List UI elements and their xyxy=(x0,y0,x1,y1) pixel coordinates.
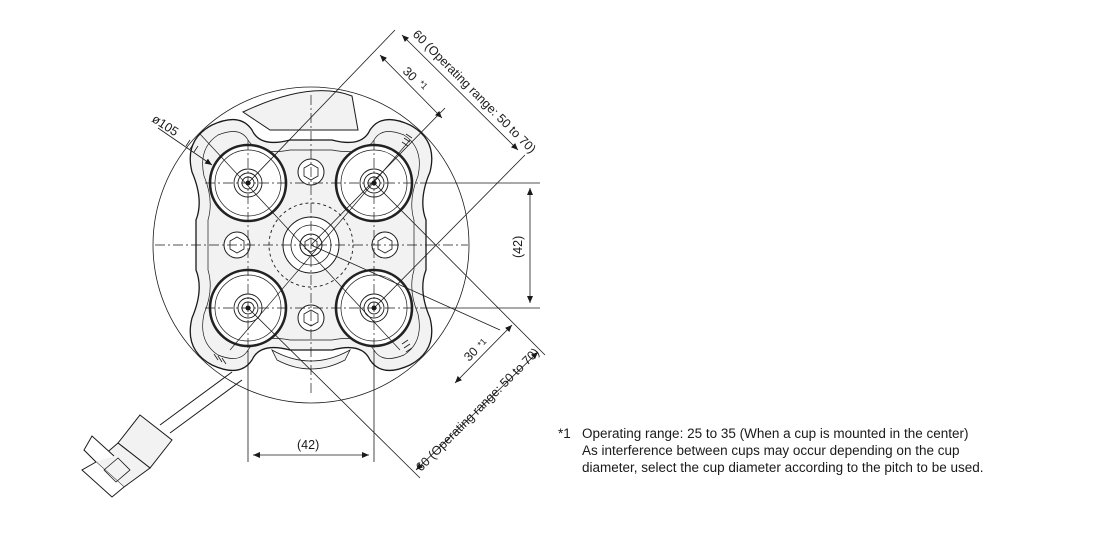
connector-cable xyxy=(81,371,243,498)
outer-diameter-circle xyxy=(152,86,470,404)
top-pitch-dimension xyxy=(247,29,526,309)
top-boss xyxy=(241,90,359,131)
right-vertical-dimension xyxy=(420,182,540,309)
bottom-right-half-mark: *1 xyxy=(475,336,488,349)
bottom-boss xyxy=(271,349,351,370)
bottom-horizontal-dimension xyxy=(247,350,375,462)
top-pitch-half-label: 30 xyxy=(400,64,420,84)
footnote-line: diameter, select the cup diameter accord… xyxy=(582,460,984,475)
top-pitch-half-mark: *1 xyxy=(417,78,430,91)
bottom-right-half-label: 30 xyxy=(461,344,481,364)
right-vertical-label: (42) xyxy=(511,236,525,258)
footnote: *1 Operating range: 25 to 35 (When a cup… xyxy=(558,425,984,476)
bottom-horizontal-label: (42) xyxy=(297,438,319,452)
bottom-right-pitch-dimension xyxy=(247,182,546,479)
top-pitch-full-label: 60 (Operating range: 50 to 70) xyxy=(410,27,539,156)
footnote-line: As interference between cups may occur d… xyxy=(582,443,960,458)
diameter-leader xyxy=(157,127,213,166)
bottom-right-full-label: 60 (Operating range: 50 to 70) xyxy=(413,345,542,474)
diameter-label: ø105 xyxy=(149,112,181,139)
footnote-line: Operating range: 25 to 35 (When a cup is… xyxy=(582,426,969,441)
footnote-mark: *1 xyxy=(558,426,571,441)
